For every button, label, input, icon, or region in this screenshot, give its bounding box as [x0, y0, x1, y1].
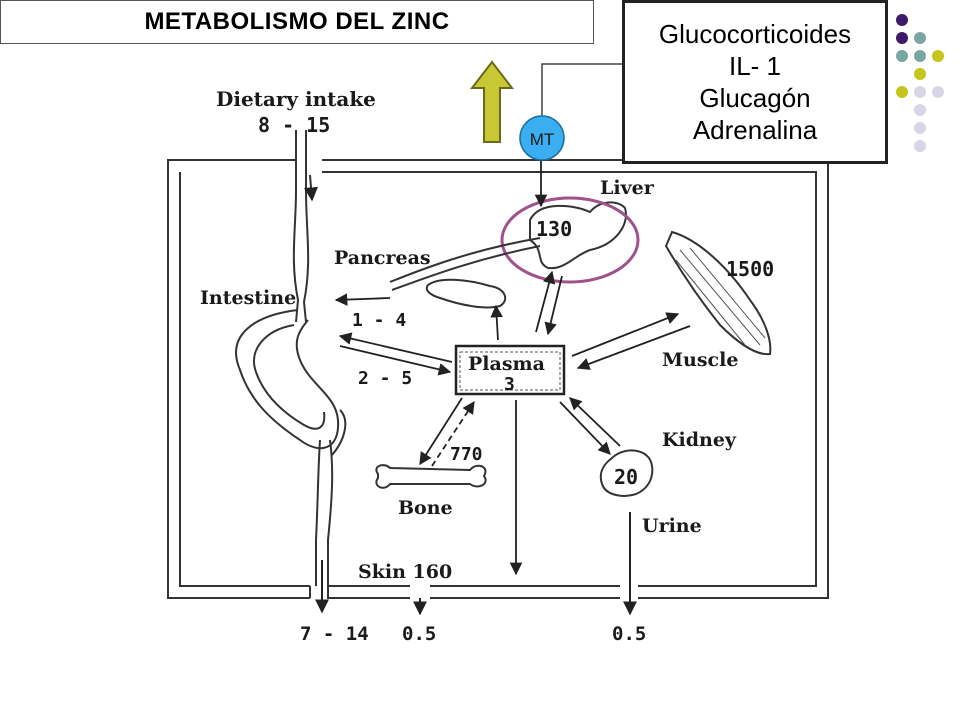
hormone-list-box: Glucocorticoides IL- 1 Glucagón Adrenali… [622, 0, 888, 164]
hormone-item: IL- 1 [728, 51, 782, 81]
decorative-dot [896, 50, 908, 62]
decorative-dot [914, 50, 926, 62]
decorative-dot [914, 68, 926, 80]
decorative-dot [896, 32, 908, 44]
decorative-dot [932, 50, 944, 62]
skin-loss-value: 0.5 [402, 623, 436, 645]
increase-arrow [469, 60, 515, 143]
decorative-dot [896, 14, 908, 26]
bone-shape [375, 464, 487, 489]
muscle-label: Muscle [662, 349, 738, 371]
kidney-label: Kidney [662, 429, 737, 451]
intestine-shape [235, 309, 347, 586]
plasma-box [454, 344, 566, 396]
mt-label: MT [530, 130, 555, 149]
slide-title: METABOLISMO DEL ZINC [0, 0, 594, 44]
decorative-dot [914, 32, 926, 44]
liver-label: Liver [600, 177, 655, 199]
bone-label: Bone [398, 497, 453, 519]
intestine-label: Intestine [200, 287, 296, 309]
kidney-value: 20 [614, 465, 638, 489]
fecal-loss-value: 7 - 14 [300, 623, 369, 645]
pancreas-shape [425, 278, 507, 309]
decorative-dot [914, 122, 926, 134]
pancreatic-duct [389, 237, 541, 283]
flow-arrows [334, 150, 691, 576]
urine-loss-value: 0.5 [612, 623, 646, 645]
liver-highlight-ring [500, 196, 640, 284]
decorative-dot-grid [890, 14, 960, 154]
pancreas-label: Pancreas [334, 247, 431, 269]
muscle-shape [664, 230, 772, 356]
liver-value: 130 [536, 217, 572, 241]
decorative-dot [932, 86, 944, 98]
hormone-connector [541, 63, 622, 118]
plasma-label: Plasma [468, 353, 545, 375]
decorative-dot [914, 140, 926, 152]
pancreas-flux-value: 1 - 4 [352, 310, 406, 331]
plasma-value: 3 [504, 374, 515, 395]
decorative-dot [896, 86, 908, 98]
intake-tube [292, 130, 318, 323]
hormone-item: Adrenalina [692, 115, 818, 145]
kidney-shape [599, 449, 654, 497]
dietary-intake-value: 8 - 15 [258, 113, 330, 137]
decorative-dot [914, 86, 926, 98]
dietary-intake-label: Dietary intake [216, 87, 376, 111]
decorative-dot [914, 104, 926, 116]
skin-label: Skin 160 [358, 561, 452, 583]
hormone-item: Glucagón [699, 83, 811, 113]
mt-circle [519, 115, 565, 161]
urine-label: Urine [642, 515, 702, 537]
liver-shape [529, 201, 627, 270]
muscle-value: 1500 [726, 257, 774, 281]
body-frame [167, 159, 829, 599]
bone-value: 770 [450, 444, 483, 465]
plasma-intestine-flux-value: 2 - 5 [358, 368, 412, 389]
hormone-item: Glucocorticoides [658, 19, 852, 49]
